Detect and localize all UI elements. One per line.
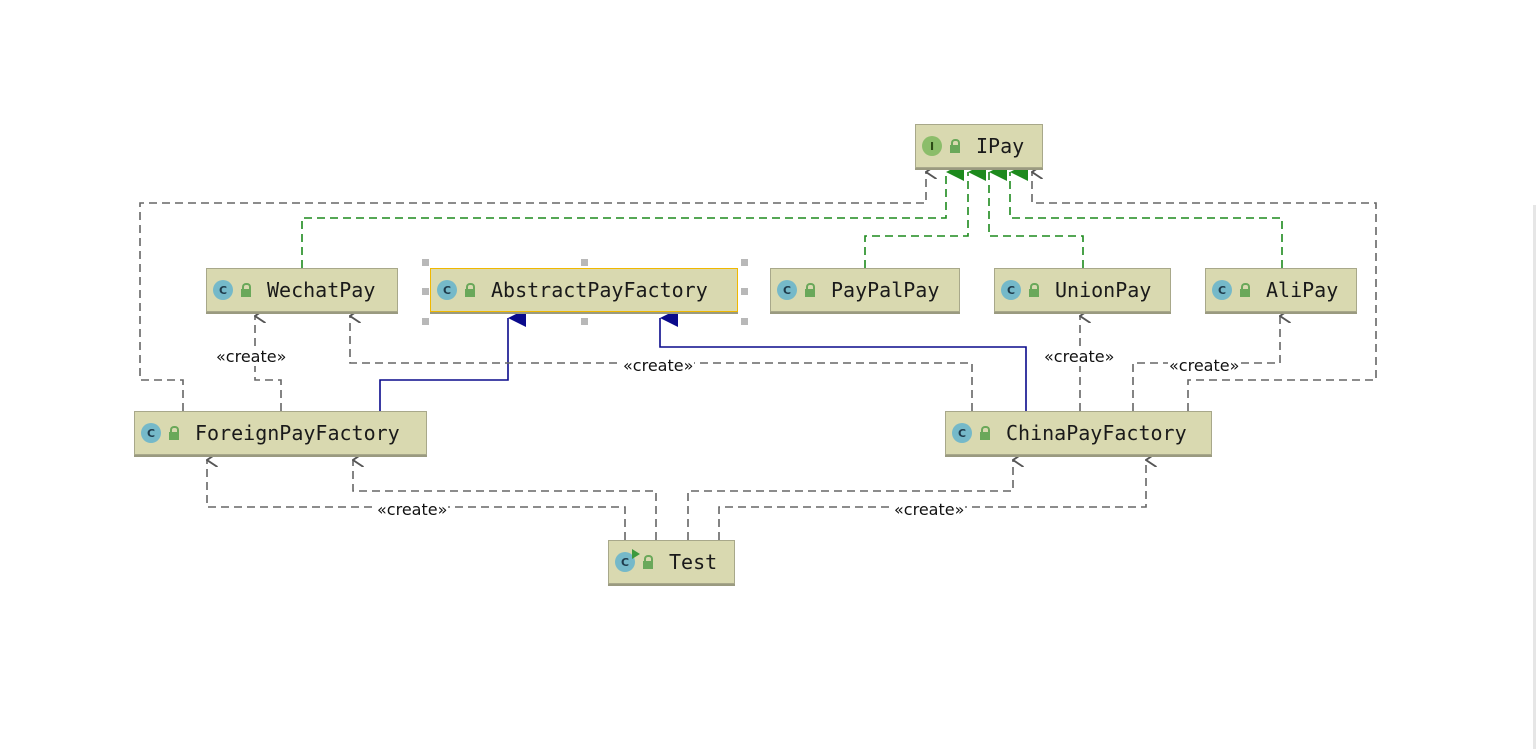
edge-label-create-china: «create»	[893, 500, 966, 519]
node-paypalpay[interactable]: C PayPalPay	[770, 268, 960, 312]
dependency-edges	[139, 172, 1377, 540]
edge-wechat-implements-ipay	[301, 163, 964, 268]
class-icon: C	[777, 280, 797, 300]
edge-foreign-uses-ipay	[139, 172, 926, 411]
selection-handle[interactable]	[741, 288, 748, 295]
node-alipay[interactable]: C AliPay	[1205, 268, 1357, 312]
selection-handle[interactable]	[741, 259, 748, 266]
edge-test-creates-china-b	[718, 460, 1146, 540]
edge-china-uses-ipay	[1032, 172, 1377, 411]
selection-handle[interactable]	[581, 259, 588, 266]
node-ipay-name: IPay	[976, 134, 1025, 158]
panel-edge	[1533, 205, 1536, 749]
class-icon: C	[437, 280, 457, 300]
class-icon: C	[952, 423, 972, 443]
node-foreignpayfactory[interactable]: C ForeignPayFactory	[134, 411, 427, 455]
node-paypalpay-name: PayPalPay	[831, 278, 940, 302]
edge-paypal-implements-ipay	[864, 163, 986, 268]
class-icon: C	[141, 423, 161, 443]
node-ipay[interactable]: I IPay	[915, 124, 1043, 168]
interface-icon: I	[922, 136, 942, 156]
selection-handle[interactable]	[422, 318, 429, 325]
lock-open-icon	[948, 139, 960, 153]
extends-edges	[379, 309, 1027, 411]
edge-label-create-mid: «create»	[622, 356, 695, 375]
edge-label-create-wechat: «create»	[215, 347, 288, 366]
selection-handle[interactable]	[422, 288, 429, 295]
edge-foreign-extends-abstract	[379, 309, 526, 411]
node-abstractpayfactory[interactable]: C AbstractPayFactory	[430, 268, 738, 312]
class-icon: C	[213, 280, 233, 300]
lock-open-icon	[463, 283, 475, 297]
edge-label-create-foreign: «create»	[376, 500, 449, 519]
runnable-class-icon: C	[615, 549, 640, 572]
edge-foreign-creates-wechat	[255, 316, 282, 411]
lock-open-icon	[1238, 283, 1250, 297]
node-unionpay[interactable]: C UnionPay	[994, 268, 1171, 312]
lock-open-icon	[641, 555, 653, 569]
node-foreignpayfactory-name: ForeignPayFactory	[195, 421, 400, 445]
node-alipay-name: AliPay	[1266, 278, 1339, 302]
node-unionpay-name: UnionPay	[1055, 278, 1152, 302]
edge-ali-implements-ipay	[1009, 163, 1283, 268]
node-test-name: Test	[669, 550, 718, 574]
edge-label-create-union: «create»	[1043, 347, 1116, 366]
edge-label-create-ali: «create»	[1168, 356, 1241, 375]
lock-open-icon	[167, 426, 179, 440]
node-chinapayfactory-name: ChinaPayFactory	[1006, 421, 1187, 445]
edge-test-creates-foreign-b	[353, 460, 657, 540]
selection-handle[interactable]	[422, 259, 429, 266]
edge-china-extends-abstract	[659, 309, 1027, 411]
lock-open-icon	[978, 426, 990, 440]
class-icon: C	[1212, 280, 1232, 300]
selection-handle[interactable]	[741, 318, 748, 325]
node-chinapayfactory[interactable]: C ChinaPayFactory	[945, 411, 1212, 455]
implements-edges	[301, 163, 1283, 268]
edge-union-implements-ipay	[988, 163, 1084, 268]
lock-open-icon	[1027, 283, 1039, 297]
node-abstractpayfactory-name: AbstractPayFactory	[491, 278, 708, 302]
node-test[interactable]: C Test	[608, 540, 735, 584]
node-wechatpay-name: WechatPay	[267, 278, 376, 302]
node-wechatpay[interactable]: C WechatPay	[206, 268, 398, 312]
edge-test-creates-china-a	[687, 460, 1013, 540]
lock-open-icon	[803, 283, 815, 297]
class-icon: C	[1001, 280, 1021, 300]
selection-handle[interactable]	[581, 318, 588, 325]
lock-open-icon	[239, 283, 251, 297]
